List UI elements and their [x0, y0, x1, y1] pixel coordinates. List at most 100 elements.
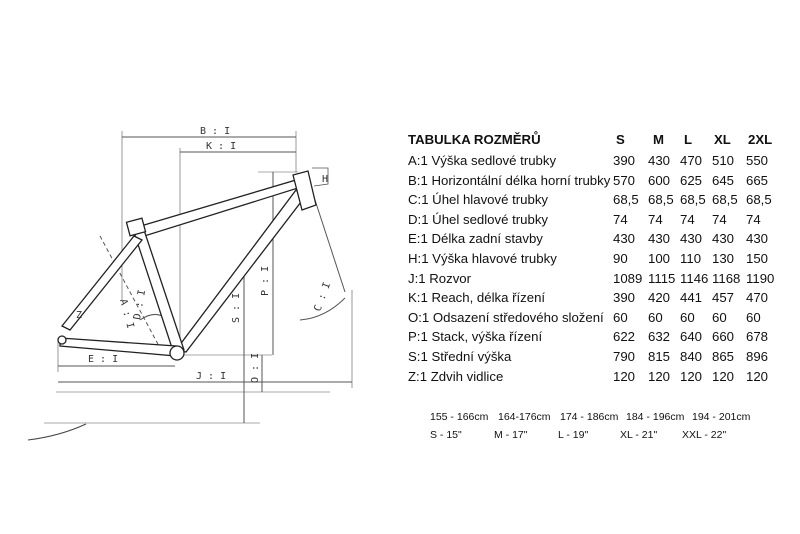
size-header: S	[616, 132, 625, 147]
row-value: 390	[613, 153, 636, 168]
row-value: 1089	[613, 270, 643, 286]
row-value: 74	[746, 211, 761, 227]
row-value: 60	[680, 309, 695, 325]
row-label: S:1 Střední výška	[408, 349, 512, 364]
row-value: 120	[680, 368, 703, 384]
label-j: J : I	[196, 371, 226, 382]
size-header: L	[684, 132, 693, 147]
row-value: 120	[648, 368, 671, 384]
row-value: 622	[613, 329, 636, 345]
row-value: 74	[712, 211, 727, 227]
row-value: 430	[648, 153, 671, 168]
row-value: 640	[680, 329, 703, 345]
row-value: 68,5	[746, 192, 772, 208]
row-value: 60	[648, 309, 663, 325]
label-z: Z	[76, 310, 82, 321]
label-d: D : I	[132, 289, 148, 321]
row-value: 430	[746, 231, 769, 247]
row-value: 550	[746, 153, 769, 168]
row-label: O:1 Odsazení středového složení	[408, 309, 604, 325]
row-value: 1115	[648, 270, 676, 286]
row-label: Z:1 Zdvih vidlice	[408, 368, 504, 384]
row-label: A:1 Výška sedlové trubky	[408, 153, 557, 168]
label-h: H	[322, 174, 328, 185]
height-range: 184 - 196cm	[626, 411, 685, 423]
row-value: 1168	[712, 270, 741, 286]
row-value: 430	[613, 231, 636, 247]
row-label: C:1 Úhel hlavové trubky	[408, 192, 549, 208]
head-tube	[292, 170, 317, 211]
row-label: H:1 Výška hlavové trubky	[408, 251, 557, 266]
height-range: 155 - 166cm	[430, 411, 489, 423]
bike-frame-drawing: B : I K : I P : I S : I A : I D : I C : …	[27, 126, 353, 441]
label-e: E : I	[88, 354, 118, 365]
row-value: 150	[746, 251, 769, 266]
row-value: 74	[680, 211, 695, 227]
label-s: S : I	[231, 293, 242, 323]
frame-size: XXL - 22"	[682, 429, 727, 441]
row-value: 68,5	[613, 192, 639, 208]
row-value: 790	[613, 349, 636, 364]
height-range: 194 - 201cm	[692, 411, 751, 423]
frame-size: XL - 21"	[620, 429, 658, 441]
row-value: 430	[648, 231, 671, 247]
row-value: 1146	[680, 270, 709, 286]
row-value: 570	[613, 172, 636, 188]
row-value: 68,5	[648, 192, 674, 208]
frame-size: S - 15"	[430, 429, 462, 441]
row-value: 865	[712, 349, 735, 364]
row-value: 120	[712, 368, 735, 384]
size-header: XL	[714, 132, 731, 147]
row-value: 665	[746, 172, 769, 188]
row-value: 68,5	[680, 192, 706, 208]
row-value: 660	[712, 329, 735, 345]
row-value: 90	[613, 251, 628, 266]
row-value: 74	[648, 211, 663, 227]
label-b: B : I	[200, 126, 230, 137]
row-value: 390	[613, 290, 636, 306]
row-value: 600	[648, 172, 671, 188]
row-value: 510	[712, 153, 735, 168]
row-value: 470	[680, 153, 703, 168]
row-value: 60	[613, 309, 628, 325]
row-value: 74	[613, 211, 628, 227]
row-value: 678	[746, 329, 769, 345]
table-title: TABULKA ROZMĚRŮ	[408, 132, 541, 147]
row-value: 430	[680, 231, 703, 247]
seat-stay	[60, 235, 144, 331]
height-range: 164-176cm	[498, 411, 551, 423]
row-value: 1190	[746, 270, 775, 286]
row-value: 441	[680, 290, 703, 306]
row-value: 120	[613, 368, 636, 384]
row-value: 632	[648, 329, 671, 345]
row-label: J:1 Rozvor	[408, 270, 472, 286]
row-value: 100	[648, 251, 671, 266]
row-value: 430	[712, 231, 735, 247]
row-label: B:1 Horizontální délka horní trubky	[408, 172, 611, 188]
row-value: 470	[746, 290, 769, 306]
row-value: 68,5	[712, 192, 738, 208]
label-k: K : I	[206, 141, 236, 152]
height-range: 174 - 186cm	[560, 411, 619, 423]
dim-line-a	[99, 235, 161, 349]
size-header: 2XL	[748, 132, 773, 147]
row-label: K:1 Reach, délka řízení	[408, 290, 546, 306]
label-c: C : I	[312, 281, 333, 313]
row-value: 457	[712, 290, 735, 306]
row-value: 896	[746, 349, 769, 364]
row-value: 645	[712, 172, 735, 188]
row-value: 60	[712, 309, 727, 325]
frame-size: L - 19"	[558, 429, 589, 441]
frame-size: M - 17"	[494, 429, 528, 441]
row-value: 420	[648, 290, 671, 306]
row-value: 815	[648, 349, 671, 364]
size-header: M	[653, 132, 664, 147]
row-value: 110	[680, 251, 702, 266]
row-value: 130	[712, 251, 735, 266]
row-label: P:1 Stack, výška řízení	[408, 329, 543, 345]
label-p: P : I	[260, 266, 271, 296]
row-value: 120	[746, 368, 769, 384]
row-value: 60	[746, 309, 761, 325]
row-value: 625	[680, 172, 703, 188]
row-label: D:1 Úhel sedlové trubky	[408, 211, 549, 227]
